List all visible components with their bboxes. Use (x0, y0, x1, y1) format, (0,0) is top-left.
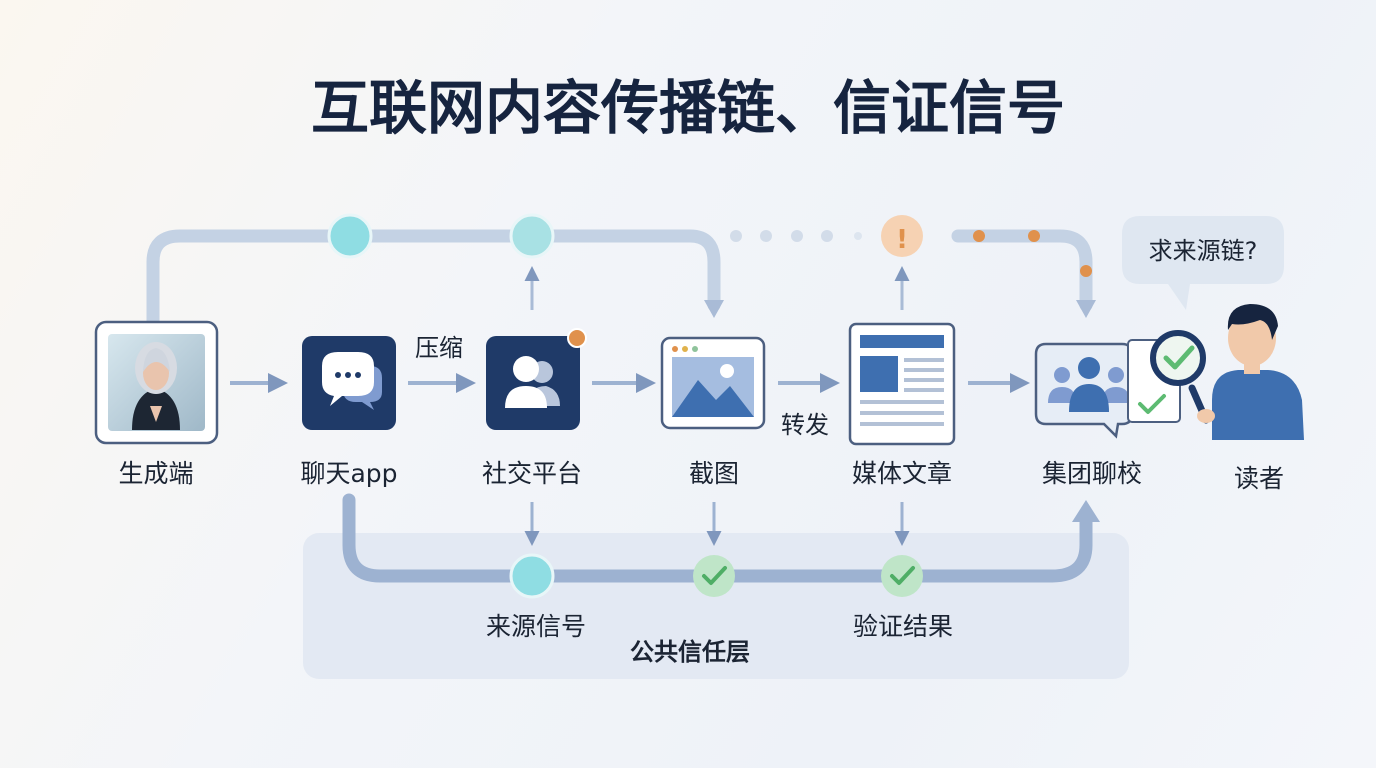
trust-path-arrowhead (1072, 500, 1100, 522)
label-reader: 读者 (1234, 464, 1284, 493)
label-source-signal: 来源信号 (486, 612, 586, 641)
top-loop-arrowhead (704, 300, 724, 318)
article-icon (860, 356, 898, 392)
person-avatar-icon (132, 342, 180, 430)
node-media-article (848, 322, 956, 446)
check-icon (702, 566, 727, 585)
label-group-chat: 集团聊校 (1042, 459, 1142, 488)
reader-person-icon (1197, 304, 1304, 440)
page-title: 互联网内容传播链、信证信号 (311, 74, 1065, 142)
speech-bubble-text: 求来源链? (1149, 237, 1258, 265)
source-signal-node (509, 553, 555, 599)
label-media-article: 媒体文章 (852, 459, 952, 488)
dotted-path (730, 230, 862, 242)
node-generator (94, 320, 219, 445)
right-loop-arrowhead (1076, 300, 1096, 318)
right-loop-path (951, 229, 1093, 312)
image-icon (672, 380, 754, 417)
node-screenshot (660, 336, 766, 430)
top-loop-path (146, 229, 721, 329)
node-chat-app (302, 336, 396, 430)
chat-bubbles-icon (322, 352, 382, 410)
node-social (486, 328, 587, 430)
verify-node (881, 555, 923, 597)
edge-label-compress: 压缩 (415, 334, 463, 362)
orange-dot (973, 230, 985, 242)
users-icon (505, 356, 560, 408)
orange-dot (1028, 230, 1040, 242)
label-chat-app: 聊天app (300, 459, 397, 488)
node-group-chat (1034, 330, 1210, 439)
speech-bubble: 求来源链? (1122, 216, 1284, 310)
check-icon (890, 566, 915, 585)
group-users-icon (1048, 357, 1130, 412)
orange-dot (1080, 265, 1092, 277)
top-signal-node (509, 213, 555, 259)
edge-label-forward: 转发 (781, 411, 829, 439)
top-signal-node (327, 213, 373, 259)
warning-node (881, 215, 923, 257)
warning-icon: ! (896, 225, 908, 255)
label-screenshot: 截图 (689, 459, 739, 488)
label-verify-result: 验证结果 (853, 612, 953, 641)
trust-layer-title: 公共信任层 (630, 638, 750, 666)
label-generator: 生成端 (118, 459, 193, 488)
verify-node (693, 555, 735, 597)
check-icon (1138, 394, 1166, 414)
notification-dot (567, 328, 587, 348)
label-social: 社交平台 (482, 459, 582, 488)
